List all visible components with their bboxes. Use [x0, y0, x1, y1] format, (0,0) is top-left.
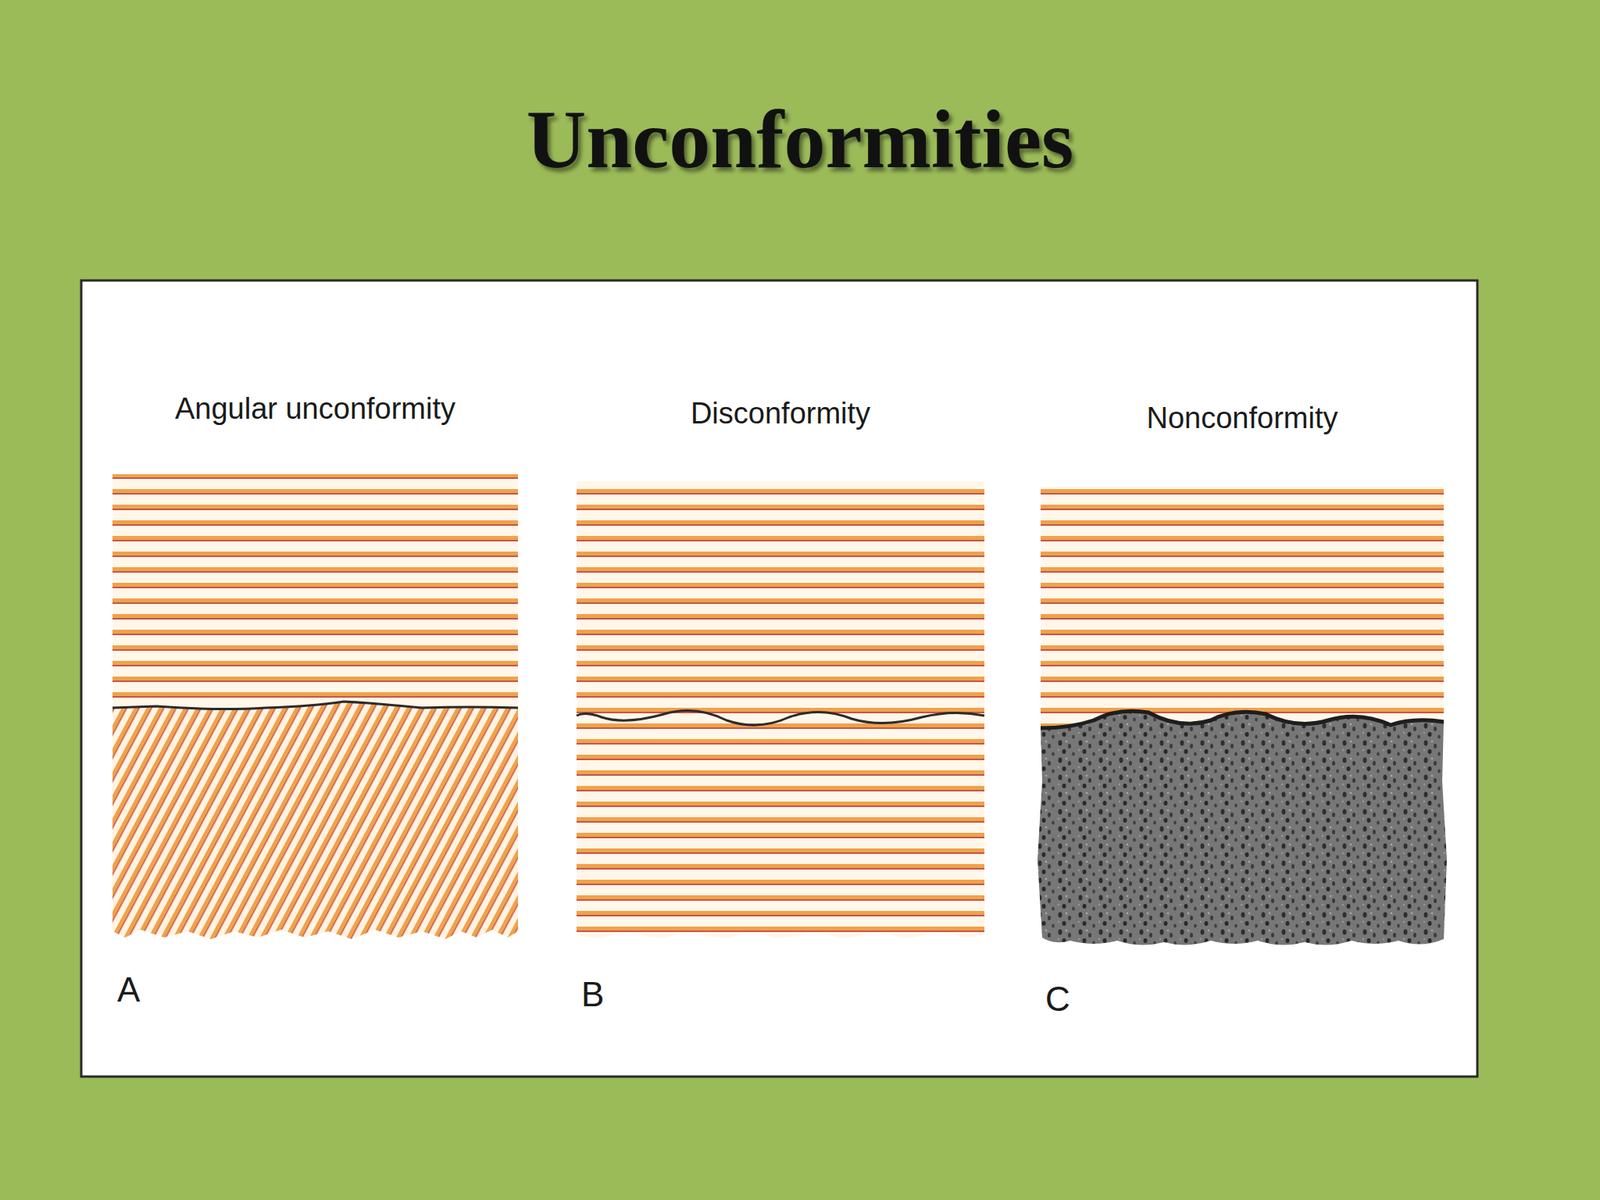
figure-panel: NonconformityC: [1040, 401, 1444, 1019]
white-panel: [81, 280, 1478, 1077]
disconformity-figure: [576, 481, 985, 939]
panel-letter: A: [117, 970, 140, 1010]
figure-panel: DisconformityB: [576, 396, 985, 1015]
nonconformity-figure: [1037, 486, 1447, 946]
panel-letter: B: [581, 975, 604, 1015]
panel-heading: Nonconformity: [1009, 401, 1475, 436]
panel-heading: Angular unconformity: [81, 392, 550, 426]
figure-panel: Angular unconformityA: [112, 392, 518, 1010]
angular-unconformity-figure: [112, 474, 518, 940]
panel-heading: Disconformity: [545, 396, 1016, 431]
panel-letter: C: [1045, 979, 1071, 1019]
slide-title: Unconformities: [0, 92, 1600, 188]
